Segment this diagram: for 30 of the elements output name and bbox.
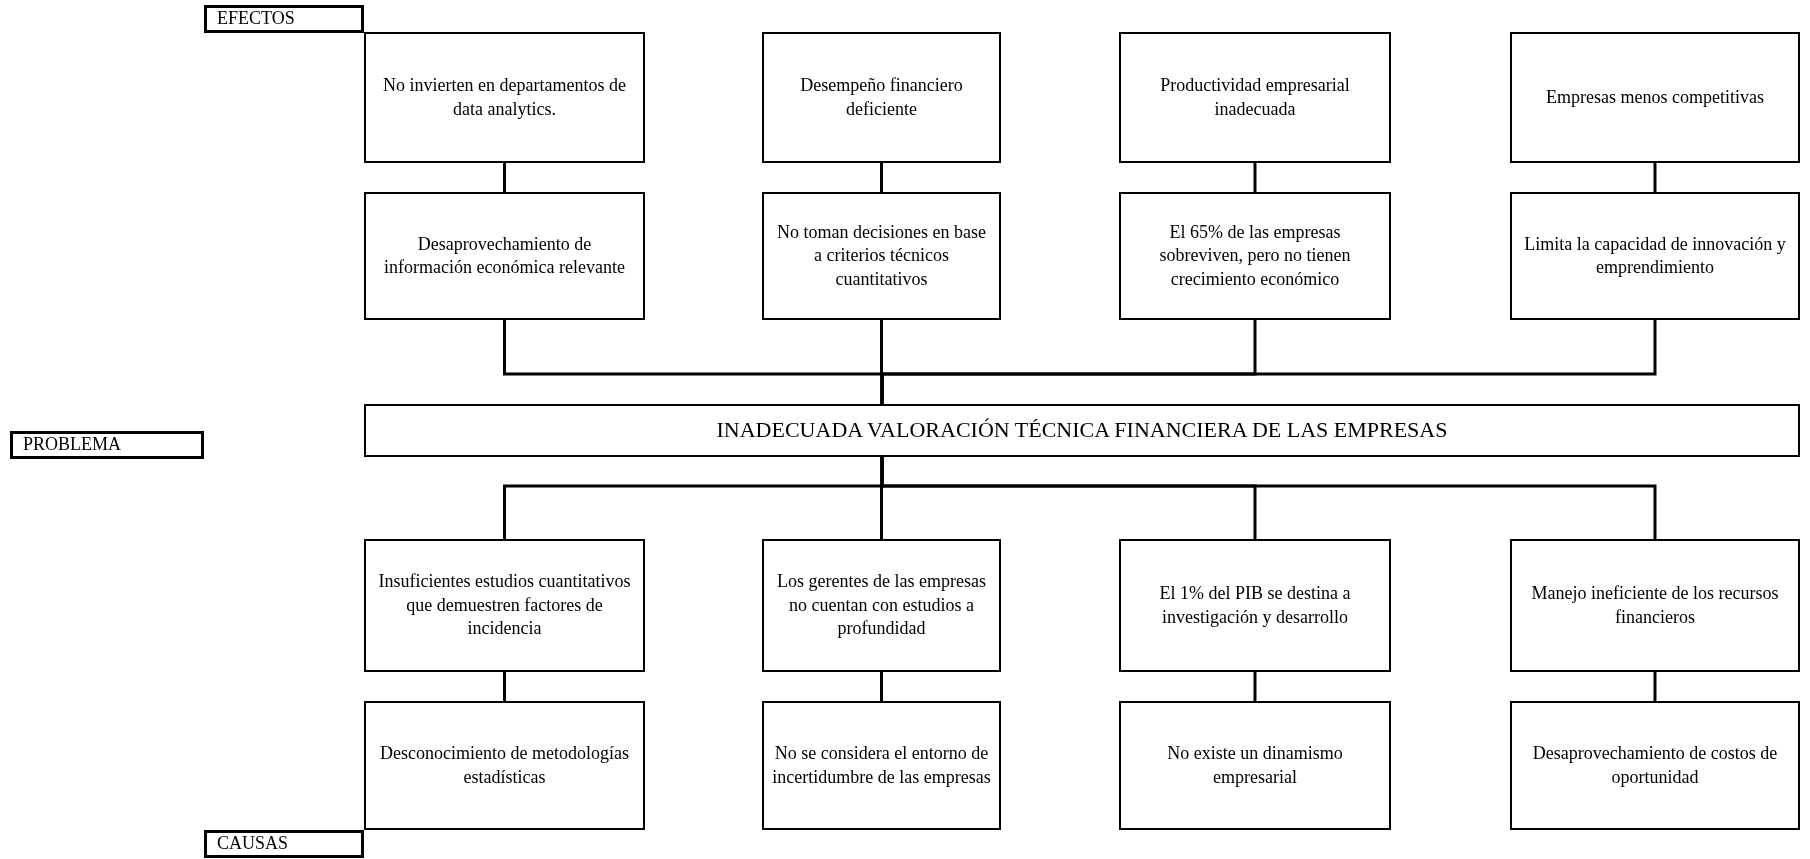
text-box: No toman decisiones en base a criterios técnicos cuantitativos — [762, 192, 1001, 320]
text-box: No invierten en departamentos de data analytics. — [364, 32, 645, 163]
connector-line — [880, 320, 1657, 404]
section-label: PROBLEMA — [10, 431, 204, 459]
section-label: EFECTOS — [204, 5, 364, 33]
text-box: Productividad empresarial inadecuada — [1119, 32, 1391, 163]
text-box: El 65% de las empresas sobreviven, pero no tienen crecimiento económico — [1119, 192, 1391, 320]
text-box: No se considera el entorno de incertidumbre de las empresas — [762, 701, 1001, 830]
text-box: Desaprovechamiento de costos de oportunidad — [1510, 701, 1800, 830]
connector-line — [1253, 163, 1257, 192]
connector-line — [1253, 672, 1257, 701]
text-box: Desconocimiento de metodologías estadísticas — [364, 701, 645, 830]
text-box: Desempeño financiero deficiente — [762, 32, 1001, 163]
connector-line — [503, 672, 506, 701]
text-box: Empresas menos competitivas — [1510, 32, 1800, 163]
text-box: Insuficientes estudios cuantitativos que demuestren factores de incidencia — [364, 539, 645, 672]
connector-line — [503, 163, 506, 192]
text-box: No existe un dinamismo empresarial — [1119, 701, 1391, 830]
text-box: Manejo ineficiente de los recursos financieros — [1510, 539, 1800, 672]
connector-line — [880, 672, 883, 701]
connector-line — [880, 163, 883, 192]
text-box: Desaprovechamiento de información económica relevante — [364, 192, 645, 320]
connector-line — [880, 457, 1657, 539]
text-box: Los gerentes de las empresas no cuentan con estudios a profundidad — [762, 539, 1001, 672]
connector-line — [1653, 672, 1657, 701]
text-box: El 1% del PIB se destina a investigación y desarrollo — [1119, 539, 1391, 672]
text-box: Limita la capacidad de innovación y emprendimiento — [1510, 192, 1800, 320]
problem-box: INADECUADA VALORACIÓN TÉCNICA FINANCIERA DE LAS EMPRESAS — [364, 404, 1800, 457]
connector-line — [1653, 163, 1657, 192]
section-label: CAUSAS — [204, 830, 364, 858]
